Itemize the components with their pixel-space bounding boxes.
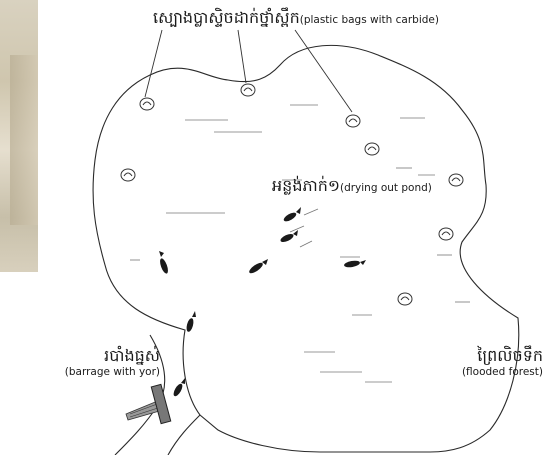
pond-label: អន្លង់ភាក់១(drying out pond) (272, 177, 432, 195)
plastic-bags-label: ស្បោងប្លាស្ទិចដាក់ថ្នាំស្ពឹក(plastic bag… (153, 9, 439, 27)
fish-icon (248, 259, 268, 275)
plastic-bags-khmer: ស្បោងប្លាស្ទិចដាក់ថ្នាំស្ពឹក (153, 8, 300, 27)
fish-icon (185, 311, 196, 333)
barrage-label: របាំងធ្នស់ (barrage with yor) (0, 347, 160, 378)
barrage-khmer: របាំងធ្នស់ (0, 347, 160, 365)
plastic-bag-icon (398, 293, 412, 305)
plastic-bag-icon (365, 143, 379, 155)
pond-khmer: អន្លង់ភាក់១ (272, 176, 340, 195)
plastic-bag-icon (439, 228, 453, 240)
fish-icon (158, 251, 169, 275)
pointer-line (238, 30, 246, 83)
plastic-bag-icon (121, 169, 135, 181)
forest-english: (flooded forest) (420, 367, 543, 379)
forest-khmer: ព្រៃលិចទឹក (420, 347, 543, 365)
plastic-bag-icon (241, 84, 255, 96)
fish-icon (282, 207, 301, 223)
plastic-bag-icon (140, 98, 154, 110)
plastic-bag-icon (449, 174, 463, 186)
plastic-bags-english: (plastic bags with carbide) (300, 14, 439, 26)
pointer-line (295, 30, 352, 112)
fish-icon (344, 260, 366, 269)
pointer-line (145, 30, 162, 97)
fish-icon (172, 378, 185, 398)
barrage-english: (barrage with yor) (0, 367, 160, 379)
plastic-bag-icon (346, 115, 360, 127)
water-dashes (130, 105, 470, 382)
pond-english: (drying out pond) (340, 182, 432, 194)
fish-icon (279, 230, 298, 244)
outflow-channel-right (168, 415, 200, 455)
forest-label: ព្រៃលិចទឹក (flooded forest) (420, 347, 543, 378)
